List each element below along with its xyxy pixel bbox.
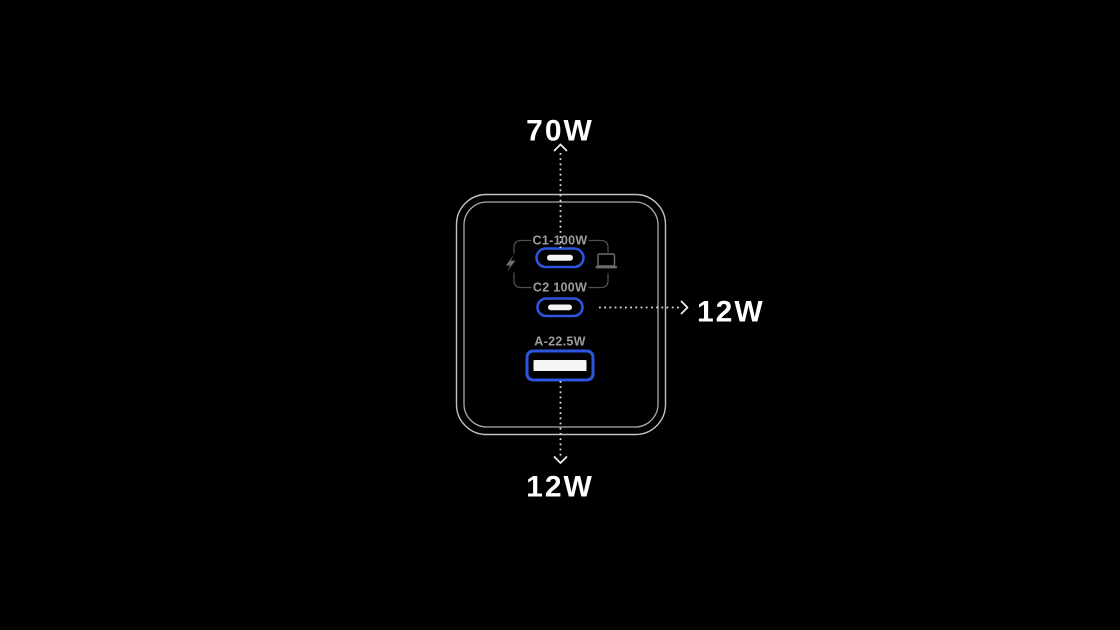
usb-c-port-c2-pin — [548, 304, 572, 311]
port-label-c2: C2 100W — [533, 281, 587, 295]
usb-c-port-c1 — [535, 247, 585, 269]
lightning-bolt-icon — [505, 254, 516, 272]
annotation-top: 70W — [526, 115, 594, 248]
wattage-bottom: 12W — [526, 471, 594, 504]
bracket-top-right — [588, 239, 609, 253]
bracket-bottom-right — [588, 273, 609, 289]
wattage-right: 12W — [697, 296, 765, 329]
wattage-top: 70W — [526, 115, 594, 148]
charger-body-inner-outline — [463, 201, 659, 428]
usb-a-port-pin — [533, 360, 587, 371]
usb-c-port-c1-pin — [547, 254, 573, 261]
usb-a-port — [525, 349, 595, 382]
annotation-bottom: 12W — [526, 381, 594, 504]
port-label-usb-a: A-22.5W — [534, 335, 585, 349]
usb-c-port-c2 — [536, 297, 584, 318]
arrow-down-icon — [553, 456, 568, 464]
port-label-c1: C1-100W — [533, 234, 588, 248]
annotation-right: 12W — [599, 296, 765, 329]
arrow-right-icon — [680, 300, 689, 315]
bracket-top-left — [513, 239, 532, 254]
bracket-bottom-left — [513, 272, 532, 289]
fast-charge-bracket — [505, 239, 617, 289]
laptop-icon — [595, 253, 617, 269]
arrow-up-icon — [553, 143, 568, 152]
